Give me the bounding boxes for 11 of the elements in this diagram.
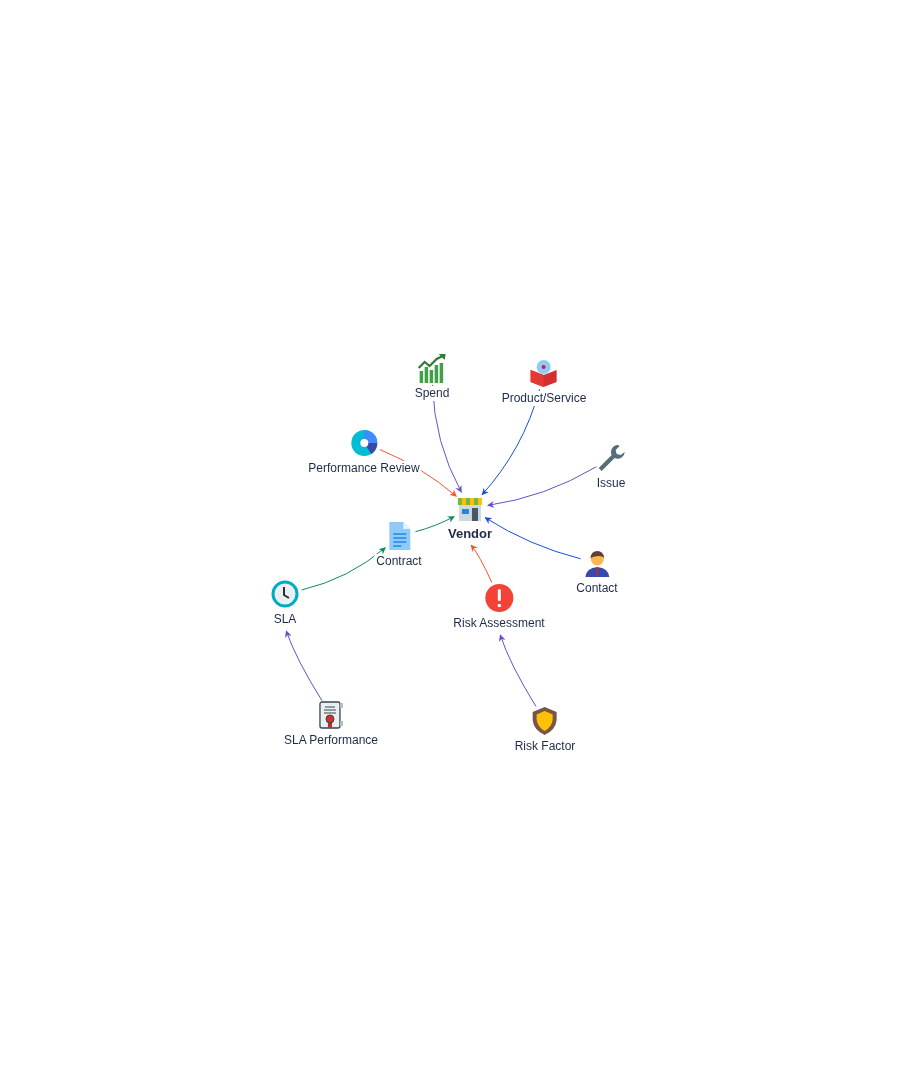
arrow bbox=[432, 384, 462, 493]
node-label: Product/Service bbox=[499, 391, 589, 406]
arrow bbox=[285, 630, 323, 702]
arrow bbox=[301, 547, 386, 591]
arrow bbox=[470, 544, 493, 584]
node-label: Spend bbox=[412, 386, 452, 401]
arrow bbox=[484, 517, 582, 560]
arrow bbox=[487, 466, 597, 508]
arrow bbox=[499, 634, 537, 708]
arrow bbox=[414, 516, 455, 533]
arrow bbox=[481, 388, 541, 496]
